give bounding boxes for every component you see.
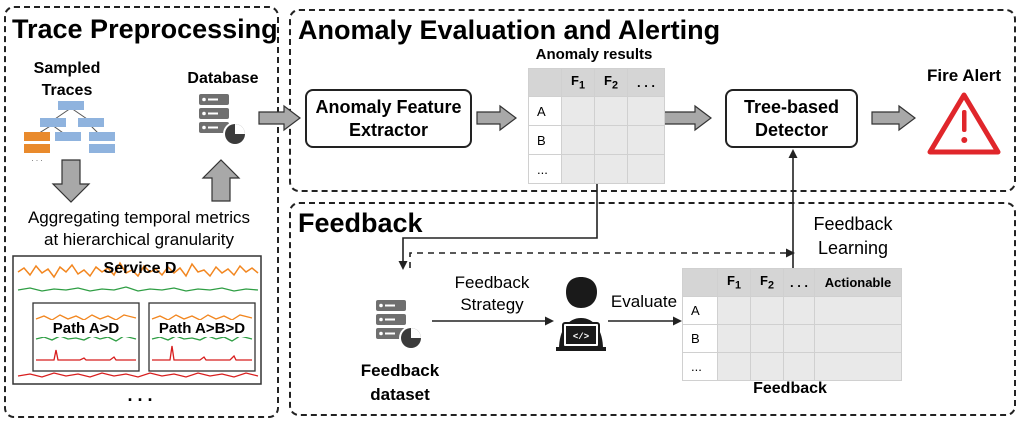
feedback-table: F1 F2 . . . Actionable A B ... [682, 268, 902, 381]
up-arrow [201, 159, 241, 202]
results-row-label: ... [528, 154, 562, 184]
down-arrow [51, 159, 91, 203]
feedback-row-label: B [682, 324, 718, 353]
aggregating-label: Aggregating temporal metrics at hierarch… [27, 208, 251, 249]
svg-text:</>: </> [573, 332, 589, 342]
feedback-title: Feedback [298, 208, 423, 238]
database-label: Database [187, 70, 259, 87]
results-row-label: A [528, 96, 562, 126]
svg-text:. . .: . . . [31, 154, 42, 163]
feedback-header-f1: F1 [717, 268, 751, 297]
dataset-to-feedback-dashed [409, 248, 795, 268]
feedback-strategy-label: Feedback Strategy [454, 273, 530, 314]
developer-icon: </> [556, 277, 606, 351]
arrow-to-extractor [258, 104, 301, 132]
arrow-to-alert [871, 104, 916, 132]
path-abd-label: Path A>B>D [152, 320, 252, 337]
results-to-dataset-line [398, 177, 598, 270]
anomaly-evaluation-panel [289, 9, 1016, 192]
sampled-traces-label: Sampled Traces [33, 60, 101, 99]
feedback-row-label: A [682, 296, 718, 325]
service-metric-line-green [17, 286, 259, 292]
feedback-header-more: . . . [783, 268, 815, 297]
metrics-ellipsis: . . . [127, 385, 153, 405]
trace-preprocessing-title: Trace Preprocessing [12, 14, 278, 44]
anomaly-evaluation-title: Anomaly Evaluation and Alerting [298, 15, 721, 45]
results-row-label: B [528, 125, 562, 155]
feedback-header-blank [682, 268, 718, 297]
fire-alert-label: Fire Alert [926, 66, 1001, 85]
sampled-traces-tree-icon: . . . [24, 101, 115, 163]
path-ad-label: Path A>D [36, 320, 136, 337]
feedback-header-actionable: Actionable [814, 268, 902, 297]
results-header-f2: F2 [594, 68, 628, 97]
feedback-panel [289, 202, 1016, 416]
results-header-blank [528, 68, 562, 97]
feedback-database-icon [376, 300, 423, 350]
results-header-more: . . . [627, 68, 665, 97]
feedback-row-label: ... [682, 352, 718, 381]
feedback-header-f2: F2 [750, 268, 784, 297]
anomaly-results-title: Anomaly results [535, 46, 653, 63]
feedback-dataset-label: Feedback dataset [360, 361, 440, 404]
service-metric-line [17, 261, 259, 279]
results-header-f1: F1 [561, 68, 595, 97]
anomaly-results-table: F1 F2 . . . A B ... [528, 68, 665, 184]
feedback-table-title: Feedback [753, 380, 827, 397]
feedback-learning-label: Feedback Learning [813, 214, 893, 258]
database-icon [199, 94, 247, 146]
arrow-to-detector [662, 104, 712, 132]
warning-icon [927, 92, 1001, 155]
service-d-label: Service D [103, 260, 177, 277]
arrow-to-results [476, 104, 517, 132]
evaluate-label: Evaluate [610, 292, 678, 311]
trace-preprocessing-panel [4, 6, 279, 418]
